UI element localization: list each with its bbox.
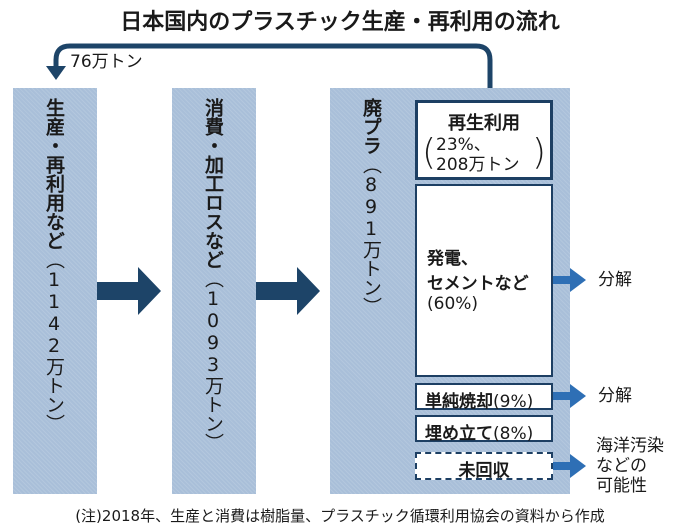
column-consumption: 消費・加工ロスなど（1093万トン） — [172, 88, 256, 494]
uncollected-label: 未回収 — [458, 461, 510, 481]
recycle-pct: 23%、 — [436, 135, 491, 155]
power-line1: 発電、 — [427, 249, 478, 269]
return-flow-arrowhead — [46, 66, 66, 80]
column-waste-label: 廃プラ — [360, 98, 382, 155]
column-production: 生産・再利用など（1142万トン） — [13, 88, 97, 494]
column-production-amount: （1142万トン） — [43, 250, 65, 433]
arrow-consumption-to-waste — [256, 267, 320, 315]
box-power-cement: 発電、 セメントなど (60%) — [415, 184, 553, 377]
arrow-incineration-outcome — [553, 384, 586, 408]
arrow-production-to-consumption — [97, 267, 161, 315]
landfill-label: 埋め立て — [425, 424, 493, 444]
incineration-outcome-label: 分解 — [598, 386, 632, 406]
uncollected-outcome-line1: 海洋汚染 — [596, 436, 664, 456]
return-flow-label: 76万トン — [70, 52, 143, 72]
column-consumption-label: 消費・加工ロスなど — [202, 98, 224, 269]
uncollected-outcome-line2: などの — [596, 456, 647, 476]
box-incineration: 単純焼却(9%) — [415, 383, 553, 412]
landfill-pct: (8%) — [493, 424, 534, 444]
recycle-amount: 208万トン — [436, 155, 520, 175]
source-note: (注)2018年、生産と消費は樹脂量、プラスチック循環利用協会の資料から作成 — [75, 507, 605, 525]
arrow-uncollected-outcome — [553, 454, 586, 478]
power-line2: セメントなど — [427, 274, 529, 294]
recycle-close-paren: ) — [531, 132, 546, 173]
column-consumption-amount: （1093万トン） — [202, 269, 224, 452]
box-recycle: 再生利用 ( 23%、 208万トン ) — [415, 100, 553, 180]
arrow-power-outcome — [553, 268, 586, 292]
recycle-label: 再生利用 — [448, 113, 520, 134]
recycle-open-paren: ( — [422, 132, 437, 173]
diagram-title: 日本国内のプラスチック生産・再利用の流れ — [120, 10, 560, 35]
incineration-pct: (9%) — [493, 392, 534, 412]
power-pct: (60%) — [427, 294, 479, 314]
power-outcome-label: 分解 — [598, 270, 632, 290]
box-uncollected: 未回収 — [415, 452, 553, 481]
uncollected-outcome-line3: 可能性 — [596, 476, 647, 496]
column-waste-amount: （891万トン） — [360, 155, 382, 316]
box-landfill: 埋め立て(8%) — [415, 415, 553, 444]
column-production-label: 生産・再利用など — [43, 98, 65, 250]
uncollected-outcome-label: 海洋汚染 などの 可能性 — [596, 436, 664, 496]
incineration-label: 単純焼却 — [425, 392, 493, 412]
return-flow-arrow — [53, 43, 493, 102]
